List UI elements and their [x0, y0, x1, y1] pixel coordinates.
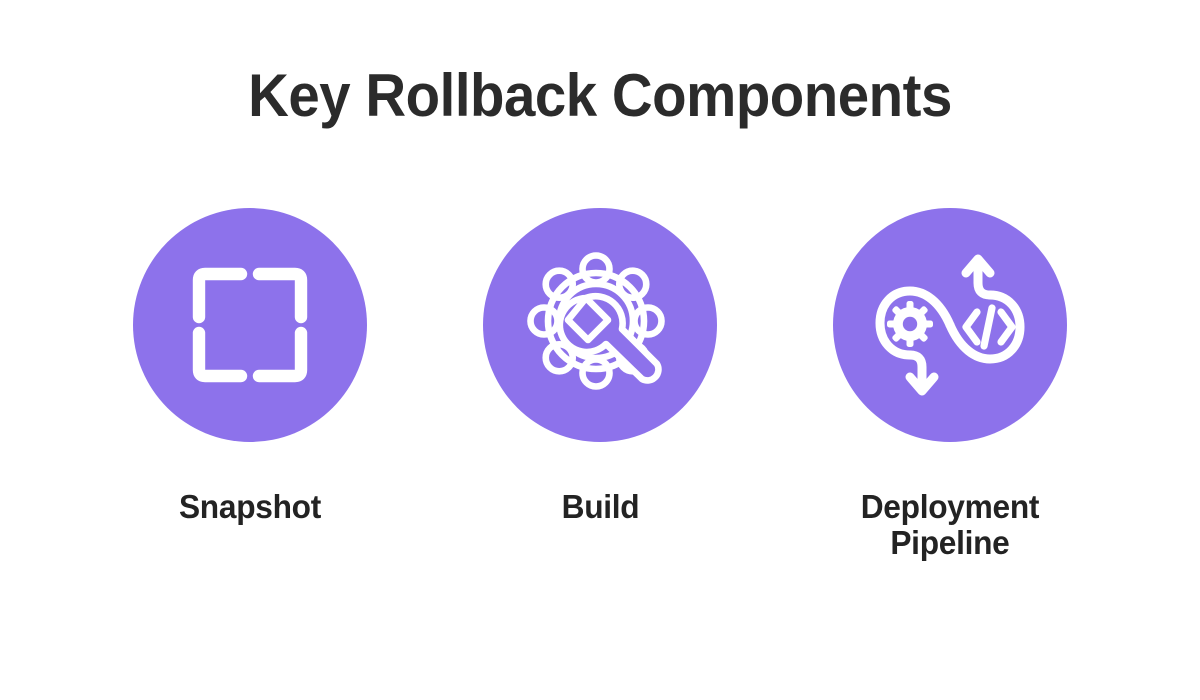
icon-circle-deployment-pipeline — [833, 208, 1067, 442]
components-row: Snapshot — [0, 208, 1200, 608]
component-card-deployment-pipeline[interactable]: Deployment Pipeline — [775, 208, 1125, 560]
component-label-snapshot: Snapshot — [178, 488, 322, 525]
component-card-build[interactable]: Build — [425, 208, 775, 525]
component-label-deployment-pipeline: Deployment Pipeline — [860, 488, 1040, 561]
gear-wrench-icon — [527, 252, 665, 390]
component-card-snapshot[interactable]: Snapshot — [75, 208, 425, 525]
devops-infinity-pipeline-icon — [875, 254, 1025, 396]
page-title: Key Rollback Components — [248, 62, 952, 129]
component-label-build: Build — [561, 488, 639, 525]
icon-circle-build — [483, 208, 717, 442]
snapshot-frame-icon — [192, 267, 308, 383]
icon-circle-snapshot — [133, 208, 367, 442]
